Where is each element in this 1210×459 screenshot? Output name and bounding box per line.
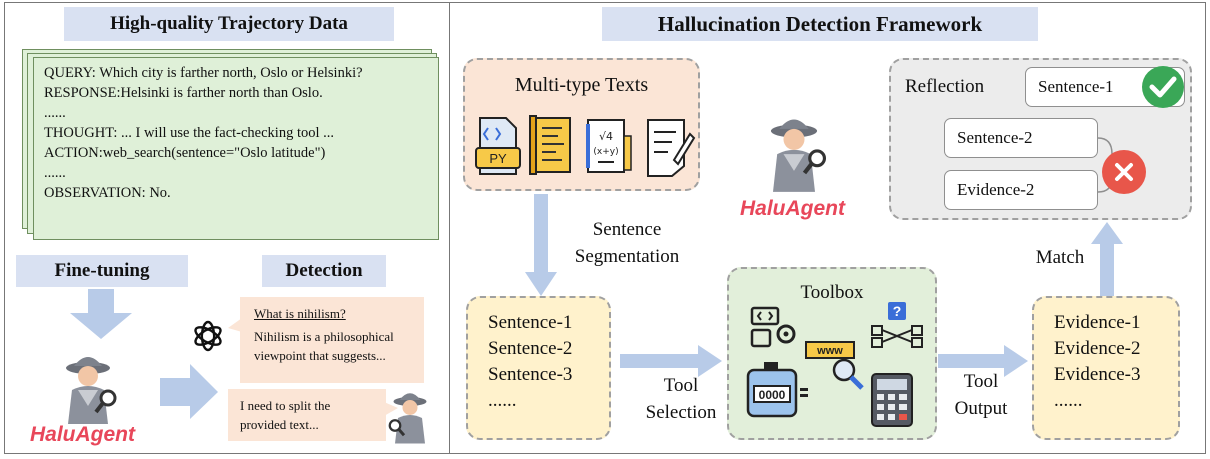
down-arrow: [70, 289, 132, 339]
sentence-item: Sentence-1: [488, 312, 573, 333]
match-label: Match: [1035, 247, 1085, 268]
reflection-evidence-2: Evidence-2: [944, 170, 1098, 210]
tool-output-label-line: Output: [954, 398, 1008, 419]
right-arrow: [160, 364, 218, 419]
segmentation-label-line: Segmentation: [574, 246, 680, 267]
segmentation-arrow: [525, 194, 557, 296]
right-panel-title: Hallucination Detection Framework: [602, 7, 1038, 41]
question-network-icon: ?: [871, 302, 923, 348]
toolbox-title: Toolbox: [800, 282, 864, 303]
trajectory-line-observation: OBSERVATION: No.: [44, 185, 171, 201]
tool-selection-label: Tool Selection: [636, 372, 726, 426]
reflection-sentence-2: Sentence-2: [944, 118, 1098, 158]
sentences-box: [466, 296, 611, 440]
tool-selection-label-line: Tool: [663, 375, 699, 396]
sentence-item: Sentence-3: [488, 364, 573, 385]
bubble-tail: [228, 318, 242, 332]
py-label: PY: [489, 151, 507, 166]
evidence-item: ......: [1054, 390, 1083, 411]
python-file-icon: PY: [475, 117, 521, 175]
segmentation-label: Sentence Segmentation: [557, 216, 697, 270]
tool-selection-label-line: Selection: [645, 402, 717, 423]
evidence-item: Evidence-3: [1054, 364, 1141, 385]
detective-agent-icon: [770, 119, 827, 192]
bubble-tail: [384, 402, 398, 416]
tool-output-label-line: Tool: [963, 371, 999, 392]
tool-output-arrow: [938, 345, 1028, 377]
trajectory-line-thought: THOUGHT: ... I will use the fact-checkin…: [44, 125, 335, 141]
calculator-icon: [871, 373, 913, 427]
detective-agent-small-icon: [388, 393, 427, 444]
haluagent-brand: HaluAgent: [740, 197, 845, 220]
cross-icon: [1102, 150, 1146, 194]
code-file-icon: [529, 115, 571, 175]
agent-bubble: I need to split the provided text...: [228, 389, 386, 441]
svg-text:?: ?: [893, 303, 902, 319]
sentence-item: ......: [488, 390, 517, 411]
evidence-item: Evidence-1: [1054, 312, 1141, 333]
figure-frame: [4, 2, 1206, 454]
match-arrow: [1091, 222, 1123, 296]
document-edit-icon: [647, 119, 696, 177]
multi-type-texts-title: Multi-type Texts: [514, 74, 649, 96]
bubble-question: What is nihilism?: [254, 306, 346, 321]
web-search-icon: www: [805, 341, 864, 390]
svg-text:√4: √4: [599, 130, 613, 143]
trajectory-line-ellipsis: ......: [44, 165, 66, 181]
trajectory-line-action: ACTION:web_search(sentence="Oslo latitud…: [44, 145, 326, 161]
tool-selection-arrow: [620, 345, 722, 377]
trajectory-line-ellipsis: ......: [44, 105, 66, 121]
evidence-box: [1032, 296, 1180, 440]
counter-device-icon: 0000: [746, 362, 808, 418]
panel-divider: [449, 2, 450, 454]
check-icon: [1142, 66, 1184, 108]
code-gear-icon: [750, 306, 796, 348]
evidence-item: Evidence-2: [1054, 338, 1141, 359]
svg-text:(x+y): (x+y): [593, 147, 618, 157]
evidence-list: Evidence-1 Evidence-2 Evidence-3 ......: [1054, 310, 1141, 414]
haluagent-brand: HaluAgent: [30, 423, 135, 446]
counter-value: 0000: [759, 388, 786, 402]
detective-agent-icon: [66, 357, 117, 424]
finetune-label: Fine-tuning: [16, 255, 188, 287]
detection-label: Detection: [262, 255, 386, 287]
left-panel-title: High-quality Trajectory Data: [64, 7, 394, 41]
sentence-item: Sentence-2: [488, 338, 573, 359]
reflection-title: Reflection: [905, 76, 985, 97]
www-label: www: [816, 345, 843, 357]
bubble-answer: Nihilism is a philosophical viewpoint th…: [254, 329, 394, 363]
chatbot-logo-icon: [194, 320, 222, 352]
segmentation-label-line: Sentence: [592, 219, 662, 240]
chatbot-response-bubble: What is nihilism? Nihilism is a philosop…: [240, 297, 424, 383]
sentences-list: Sentence-1 Sentence-2 Sentence-3 ......: [488, 310, 572, 414]
math-notebook-icon: √4 (x+y): [586, 119, 632, 173]
trajectory-line-query: QUERY: Which city is farther north, Oslo…: [44, 65, 363, 101]
tool-output-label: Tool Output: [936, 368, 1026, 422]
trajectory-card: QUERY: Which city is farther north, Oslo…: [33, 57, 439, 240]
